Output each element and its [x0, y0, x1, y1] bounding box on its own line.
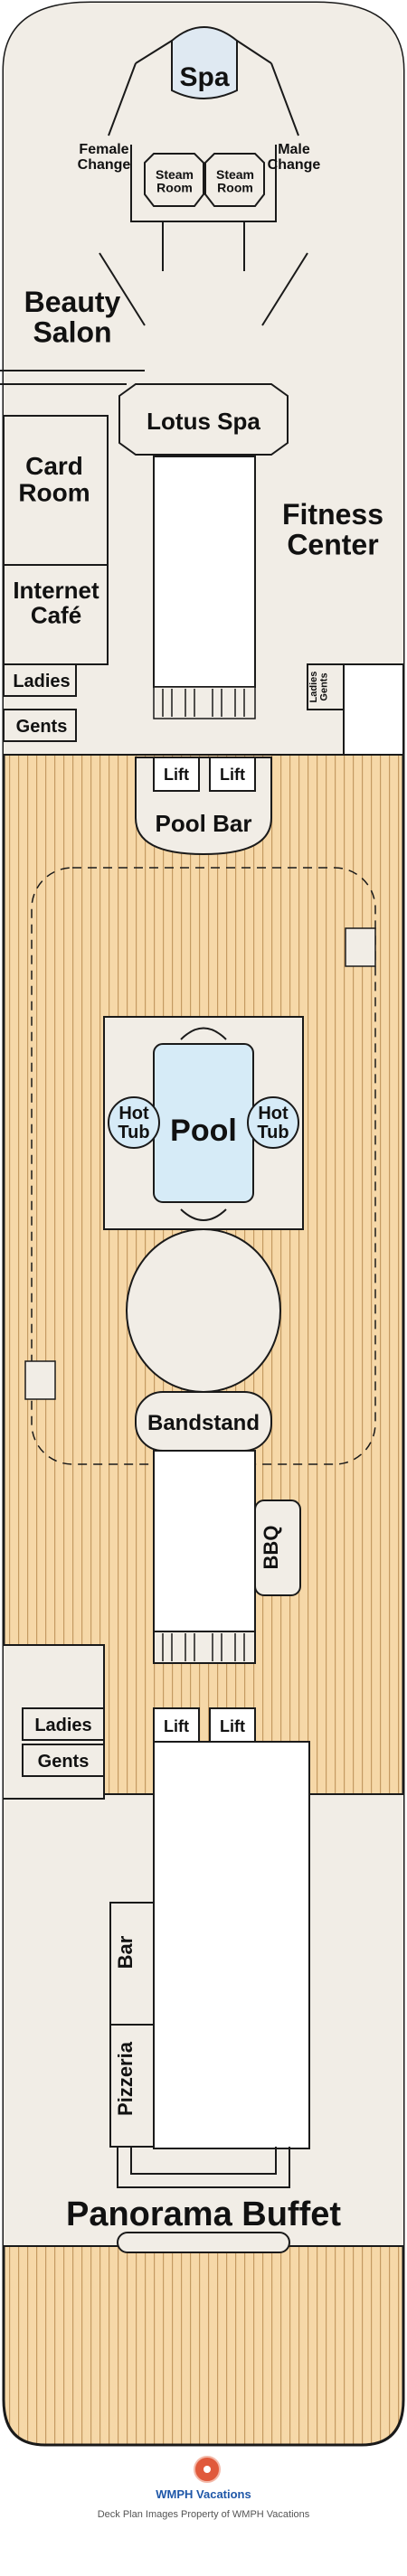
card-room-box: [3, 415, 109, 566]
gents-fwd-box: [3, 709, 77, 742]
spa-dome: [171, 26, 238, 99]
steam-room-left: [144, 153, 204, 207]
label-bandstand: Bandstand: [147, 1411, 260, 1435]
lotus-spa-rotunda: [118, 383, 289, 456]
label-lift-fwd-left: Lift: [164, 766, 189, 784]
label-lift-aft-right: Lift: [220, 1717, 245, 1735]
ladies-gents-small-box: [307, 663, 345, 710]
lift-aft-left-box: [153, 1707, 200, 1743]
label-spa: Spa: [179, 62, 229, 92]
ladies-aft-box: [22, 1707, 105, 1741]
bbq-counter: [254, 1500, 301, 1596]
wmph-logo: [194, 2456, 221, 2483]
label-bar: Bar: [114, 1935, 137, 1969]
label-lift-fwd-right: Lift: [220, 766, 245, 784]
label-ladies-aft: Ladies: [34, 1716, 91, 1735]
label-pizzeria: Pizzeria: [114, 2041, 137, 2116]
buffet-bottom-bar: [117, 2232, 290, 2253]
forward-core: [153, 456, 256, 688]
footer-brand: WMPH Vacations: [156, 2487, 251, 2501]
ladies-fwd-box: [3, 663, 77, 697]
label-gents-fwd: Gents: [16, 717, 68, 737]
hot-tub-left-basin: [108, 1096, 160, 1149]
label-gents-aft: Gents: [38, 1752, 90, 1772]
label-lift-aft-left: Lift: [164, 1717, 189, 1735]
label-ladies-fwd: Ladies: [13, 672, 70, 691]
gents-aft-box: [22, 1744, 105, 1777]
vent-right: [345, 927, 376, 967]
lift-aft-right-box: [209, 1707, 256, 1743]
vent-left: [24, 1360, 56, 1400]
hot-tub-right-basin: [247, 1096, 299, 1149]
steam-room-right: [204, 153, 265, 207]
label-lotus-spa: Lotus Spa: [147, 408, 260, 435]
aft-core: [153, 1741, 310, 2149]
footer-credit: Deck Plan Images Property of WMPH Vacati…: [97, 2509, 310, 2520]
internet-cafe-box: [3, 564, 109, 665]
mid-core: [153, 1450, 256, 1632]
label-panorama-buffet: Panorama Buffet: [66, 2195, 341, 2233]
lift-fwd-right-box: [209, 757, 256, 792]
label-ladies-gents-small: LadiesGents: [308, 672, 330, 703]
label-bbq: BBQ: [260, 1526, 282, 1570]
label-pool: Pool: [170, 1114, 237, 1148]
fwd-right-gap: [343, 663, 404, 756]
mid-rotunda: [126, 1228, 281, 1393]
lift-fwd-left-box: [153, 757, 200, 792]
label-pool-bar: Pool Bar: [156, 810, 252, 837]
